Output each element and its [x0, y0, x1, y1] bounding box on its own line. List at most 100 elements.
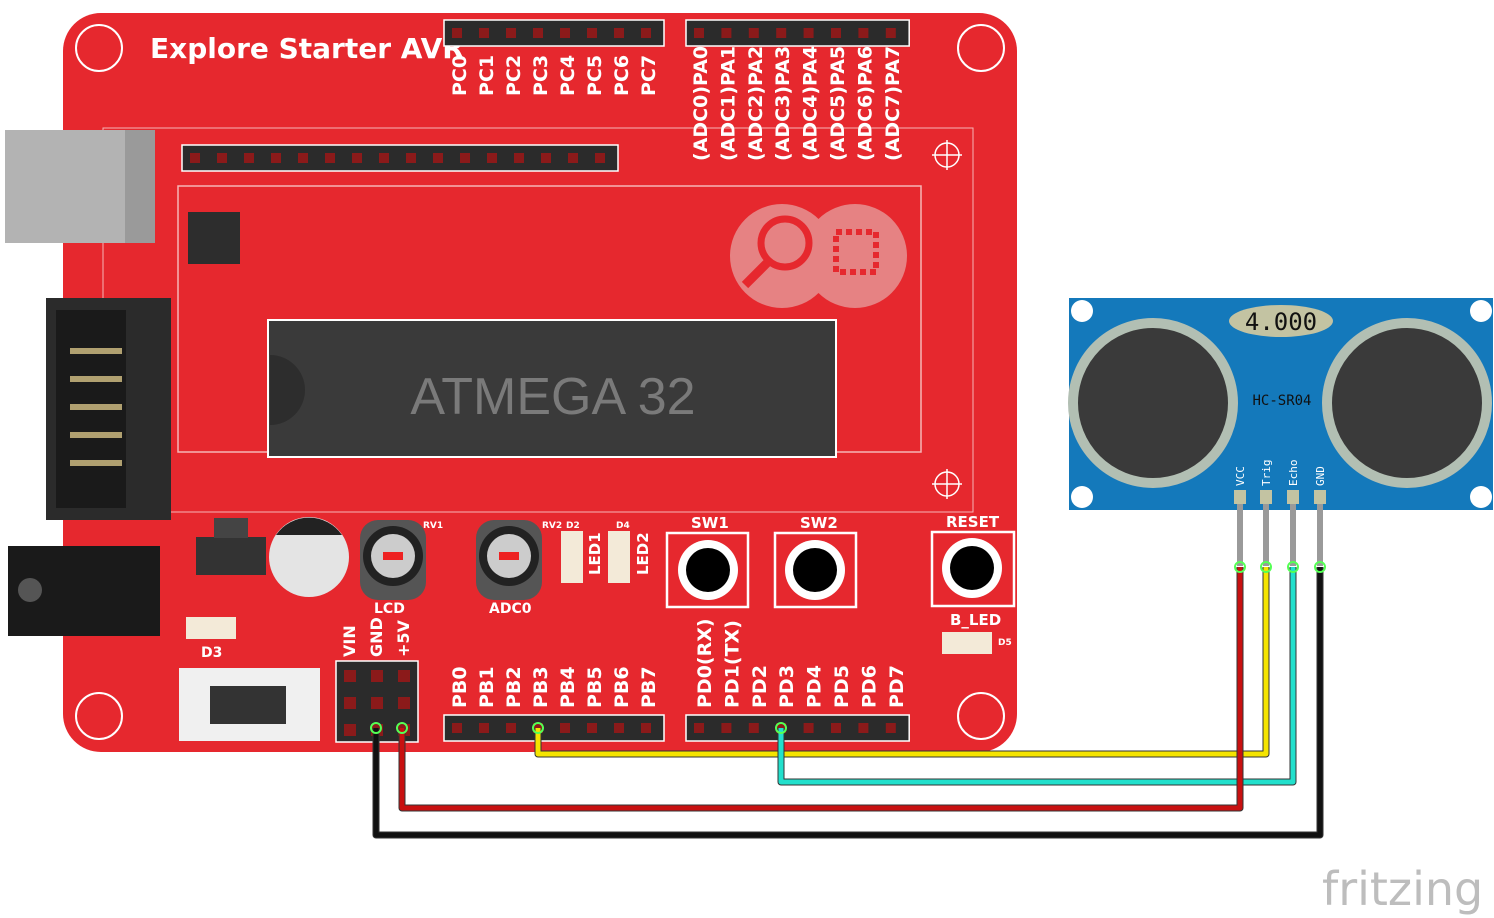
power-pin[interactable] [344, 697, 356, 709]
power-pin[interactable] [344, 670, 356, 682]
port-d-header-pin[interactable] [858, 723, 869, 733]
lcd-header-pin[interactable] [406, 153, 416, 163]
pot-adc0[interactable] [476, 520, 542, 600]
port-b-header-pin[interactable] [560, 723, 570, 733]
port-a-header-pin[interactable] [748, 28, 759, 38]
led1-label: LED1 [586, 532, 604, 575]
port-d-header-pin[interactable] [885, 723, 896, 733]
capacitor [269, 517, 349, 597]
wire-endpoint[interactable] [370, 722, 382, 734]
voltage-regulator [196, 537, 266, 575]
sensor-pin-leg[interactable] [1290, 504, 1296, 566]
port-a-header-pin[interactable] [831, 28, 841, 38]
lcd-header-pin[interactable] [433, 153, 443, 163]
port-a-header-pin[interactable] [694, 28, 704, 38]
led-bled [942, 632, 992, 654]
power-pin-label: GND [367, 617, 386, 657]
sensor-pin-label: VCC [1234, 466, 1247, 486]
port-a-header-pin[interactable] [721, 28, 732, 38]
header-port-c [443, 19, 665, 47]
port-c-header-pin[interactable] [614, 28, 624, 38]
lcd-header-pin[interactable] [541, 153, 551, 163]
port-c-header-body [443, 19, 665, 47]
port-b-header-pin[interactable] [452, 723, 462, 733]
port-c-header-pin[interactable] [587, 28, 597, 38]
port-c-header-pin[interactable] [479, 28, 489, 38]
reset-button[interactable] [930, 530, 1016, 608]
port-c-header-pin[interactable] [533, 28, 543, 38]
power-pin[interactable] [398, 670, 410, 682]
port-b-header-pin[interactable] [587, 723, 597, 733]
lcd-header-pin[interactable] [244, 153, 254, 163]
lcd-header-pin[interactable] [379, 153, 389, 163]
sensor-pin-leg[interactable] [1263, 504, 1269, 566]
lcd-header-pin[interactable] [352, 153, 362, 163]
port-d-header-pin[interactable] [803, 723, 814, 733]
port-b-header-pin[interactable] [641, 723, 651, 733]
port-b-pin-label: PB4 [557, 666, 579, 708]
chip-label: ATMEGA 32 [410, 368, 695, 426]
port-b-header-pin[interactable] [479, 723, 489, 733]
port-c-header-pin[interactable] [641, 28, 651, 38]
fiducial-icons [932, 140, 962, 499]
sensor-mounting-holes [1071, 300, 1492, 508]
sw1-label: SW1 [691, 514, 729, 532]
wire-pb3-trig[interactable] [535, 567, 1269, 757]
port-d-header-pin[interactable] [721, 723, 732, 733]
lcd-header-pin[interactable] [298, 153, 308, 163]
power-header-pins [344, 670, 410, 736]
sw2-button[interactable] [773, 531, 858, 609]
wire-endpoint[interactable] [396, 722, 408, 734]
power-pin[interactable] [398, 697, 410, 709]
lcd-header-pin[interactable] [514, 153, 524, 163]
lcd-header-pin[interactable] [217, 153, 227, 163]
port-b-header-pin[interactable] [614, 723, 624, 733]
port-b-header-body [443, 714, 665, 742]
port-a-header-pin[interactable] [858, 28, 869, 38]
lcd-header-pin[interactable] [190, 153, 200, 163]
sensor-pin-leg[interactable] [1237, 504, 1243, 566]
port-d-header-pin[interactable] [748, 723, 759, 733]
port-c-header-pin[interactable] [506, 28, 516, 38]
wire-endpoint[interactable] [775, 722, 787, 734]
port-a-header-pin[interactable] [776, 28, 787, 38]
header-lcd [181, 144, 619, 172]
port-a-pin-label: (ADC1)PA1 [717, 46, 739, 161]
lcd-header-pin[interactable] [325, 153, 335, 163]
port-d-pin-label: PD7 [886, 665, 908, 708]
lcd-header-pin[interactable] [487, 153, 497, 163]
wire-gnd-gnd[interactable] [373, 567, 1323, 838]
power-pin[interactable] [344, 724, 356, 736]
transducer-right [1322, 318, 1492, 488]
wire-pd3-echo[interactable] [778, 567, 1296, 785]
port-a-header-pin[interactable] [885, 28, 896, 38]
port-c-header-pin[interactable] [452, 28, 462, 38]
wire-endpoint[interactable] [532, 722, 544, 734]
wire-endpoint[interactable] [1287, 561, 1299, 573]
lcd-header-pin[interactable] [460, 153, 470, 163]
wire-5v-vcc[interactable] [399, 567, 1243, 811]
port-a-header-pin[interactable] [803, 28, 814, 38]
lcd-header-pin[interactable] [595, 153, 605, 163]
bled-ref: D5 [998, 638, 1012, 648]
wire-endpoint[interactable] [1234, 561, 1246, 573]
port-c-header-pin[interactable] [560, 28, 570, 38]
lcd-header-pin[interactable] [271, 153, 281, 163]
port-d-header-pin[interactable] [694, 723, 704, 733]
wire-endpoint[interactable] [1314, 561, 1326, 573]
power-pin[interactable] [371, 670, 383, 682]
power-pin[interactable] [371, 697, 383, 709]
wire-endpoint[interactable] [1260, 561, 1272, 573]
port-b-header-pin[interactable] [506, 723, 516, 733]
sw1-button[interactable] [665, 531, 750, 609]
header-port-d [685, 714, 910, 742]
power-pin-label: +5V [394, 619, 413, 657]
usb-connector-side [125, 130, 155, 243]
lcd-header-pin[interactable] [568, 153, 578, 163]
port-d-header-pin[interactable] [831, 723, 841, 733]
sensor-pin-leg[interactable] [1317, 504, 1323, 566]
pot-lcd[interactable] [360, 520, 426, 600]
